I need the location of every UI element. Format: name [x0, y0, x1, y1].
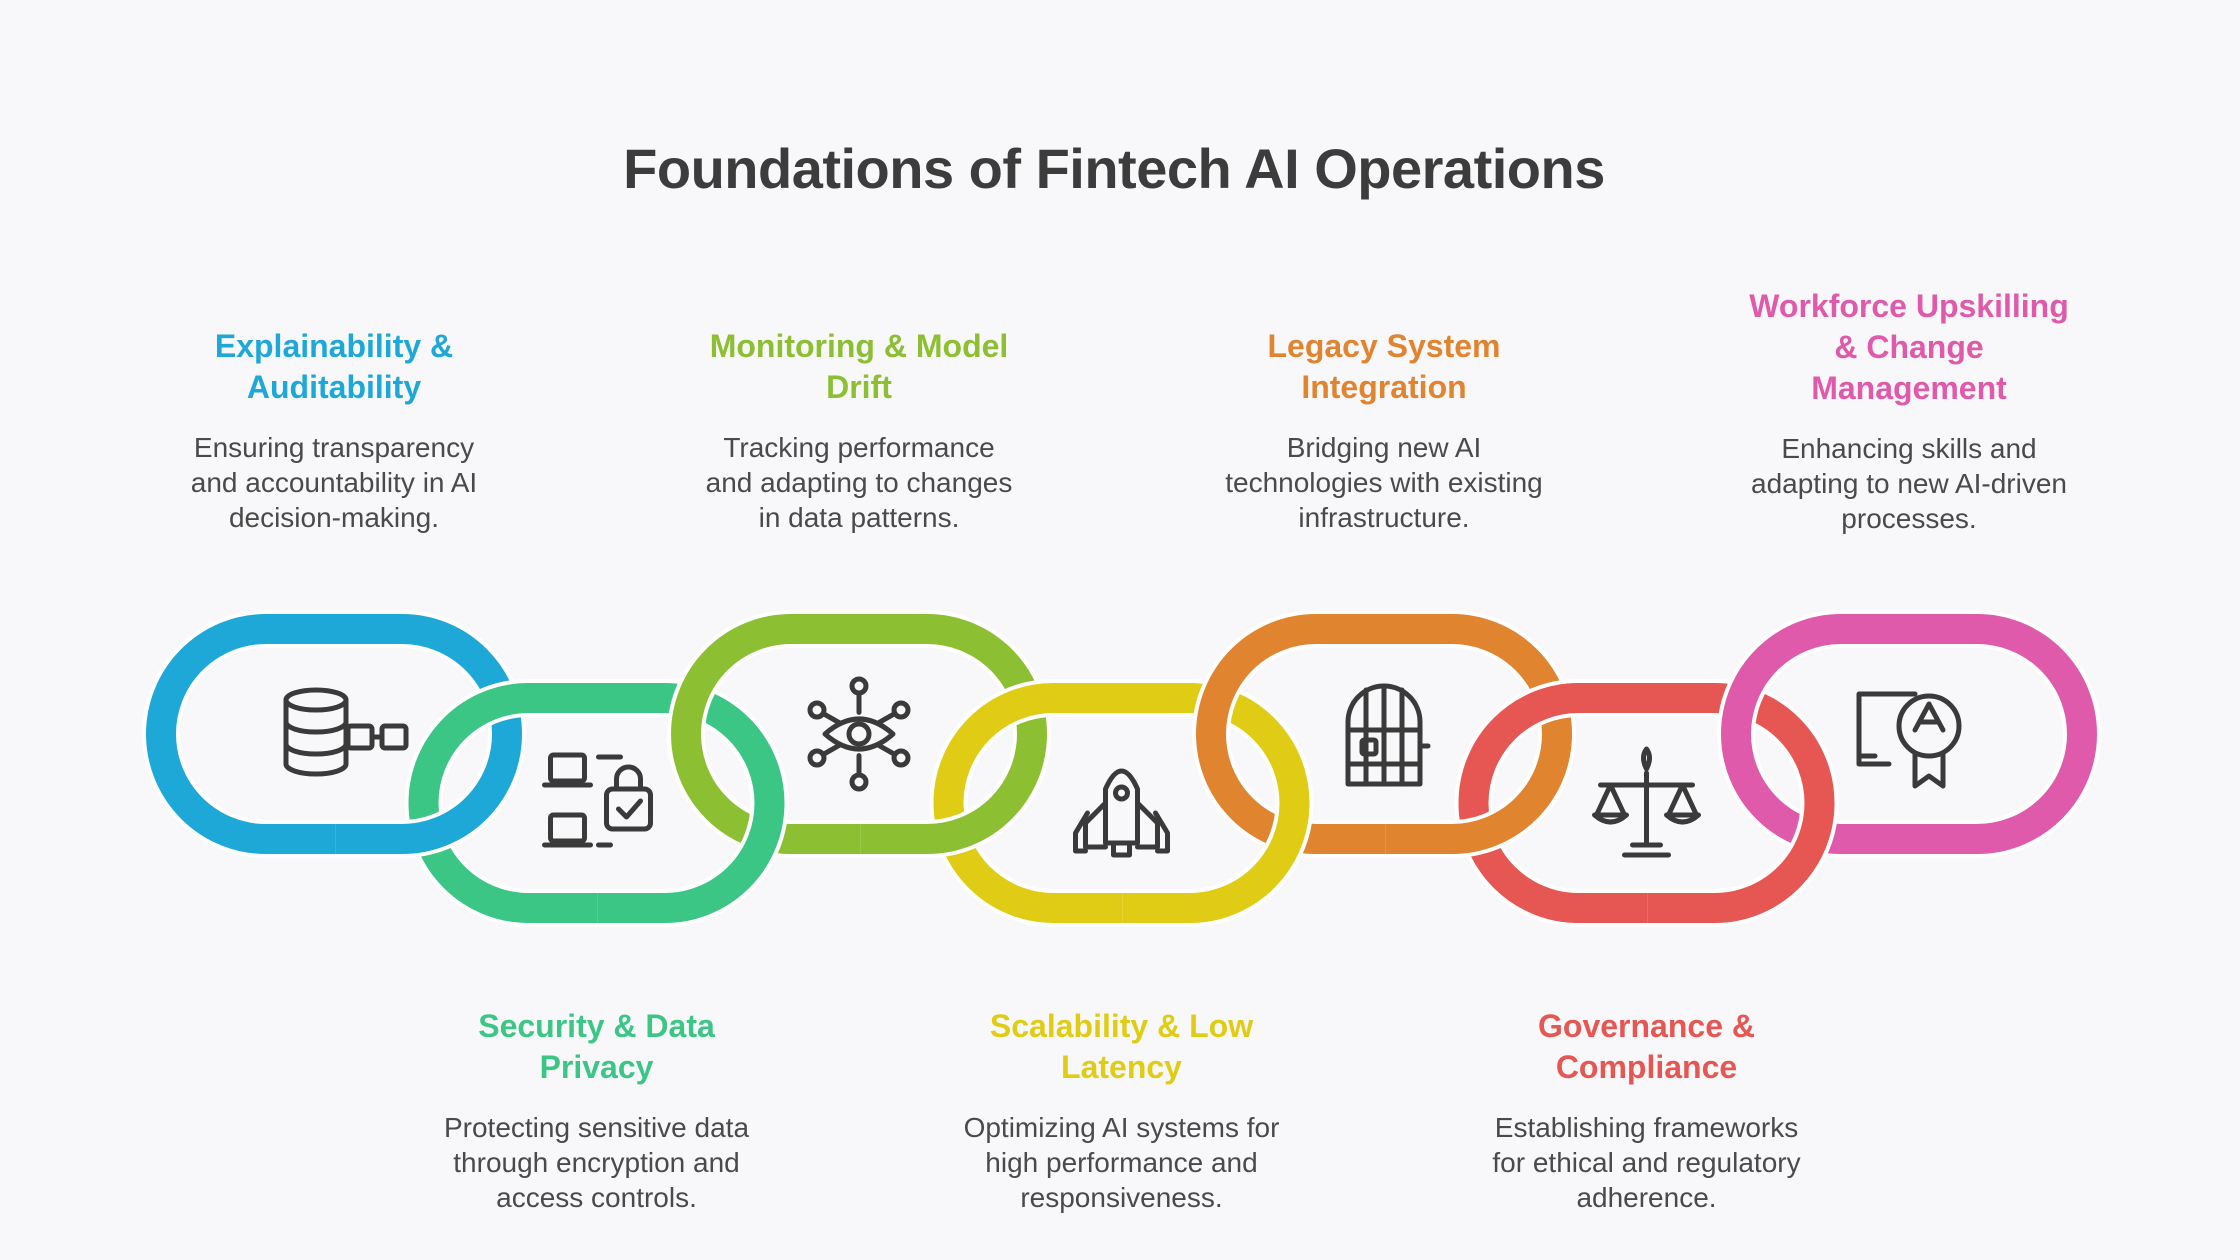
step-description-line: and accountability in AI [190, 467, 478, 498]
step-title-line: & Change [1834, 329, 1984, 365]
database-connection-icon [283, 687, 409, 777]
step-description-line: responsiveness. [1020, 1182, 1223, 1213]
step-description-line: Enhancing skills and [1781, 433, 2037, 464]
chain-link-6 [1647, 768, 1839, 927]
step-description: Protecting sensitive data through encrypt… [397, 1110, 797, 1215]
step-description-line: Protecting sensitive data [443, 1112, 750, 1143]
step-description-line: for ethical and regulatory [1492, 1147, 1801, 1178]
rocket-icon [1073, 768, 1170, 858]
step-description-line: adapting to new AI-driven [1751, 468, 2067, 499]
step-title-line: Legacy System [1267, 328, 1501, 364]
step-description-line: high performance and [985, 1147, 1258, 1178]
step-title-line: Auditability [246, 369, 422, 405]
chain-link-2 [597, 768, 789, 927]
step-description: Bridging new AI technologies with existin… [1184, 430, 1584, 535]
diagram-title: Foundations of Fintech AI Operations [623, 137, 1605, 200]
chain-link-3 [860, 768, 1046, 858]
chain-link-7 [1717, 610, 2101, 858]
step-title-line: Compliance [1555, 1049, 1738, 1085]
step-description-line: Ensuring transparency [193, 432, 475, 463]
secure-laptops-icon [542, 752, 653, 848]
step-description-line: technologies with existing [1225, 467, 1543, 498]
chain-link-5 [1385, 768, 1571, 858]
step-title-line: Management [1811, 370, 2007, 406]
step-description: Ensuring transparency and accountability … [134, 430, 534, 535]
step-description-line: processes. [1841, 503, 1977, 534]
step-description-line: Tracking performance [723, 432, 995, 463]
step-description-line: in data patterns. [758, 502, 960, 533]
step-description-line: Bridging new AI [1286, 432, 1482, 463]
step-description-line: through encryption and [453, 1147, 740, 1178]
chain-link-1 [335, 768, 521, 858]
step-title-line: Monitoring & Model [709, 328, 1009, 364]
step-title: Explainability & Auditability [134, 326, 534, 408]
step-description: Tracking performance and adapting to chan… [659, 430, 1059, 535]
step-title-line: Integration [1301, 369, 1467, 405]
step-description-line: infrastructure. [1298, 502, 1470, 533]
step-title-line: Drift [826, 369, 892, 405]
certificate-icon [1856, 691, 1962, 789]
step-title-line: Scalability & Low [989, 1008, 1254, 1044]
step-title-line: Security & Data [478, 1008, 715, 1044]
step-title: Governance & Compliance [1447, 1006, 1847, 1088]
step-description-line: and adapting to changes [705, 467, 1013, 498]
step-title-line: Governance & [1538, 1008, 1755, 1044]
legacy-door-icon [1345, 683, 1431, 787]
step-description: Enhancing skills and adapting to new AI-d… [1709, 431, 2109, 536]
step-description: Establishing frameworks for ethical and r… [1447, 1110, 1847, 1215]
step-description-line: adherence. [1576, 1182, 1717, 1213]
step-title-line: Workforce Upskilling [1749, 288, 2069, 324]
step-description-line: Optimizing AI systems for [963, 1112, 1280, 1143]
step-title-line: Privacy [539, 1049, 654, 1085]
step-title-line: Explainability & [214, 328, 454, 364]
step-description-line: Establishing frameworks [1494, 1112, 1799, 1143]
step-description-line: decision-making. [228, 502, 440, 533]
step-description-line: access controls. [496, 1182, 697, 1213]
step-title-line: Latency [1061, 1049, 1182, 1085]
step-description: Optimizing AI systems for high performanc… [922, 1110, 1322, 1215]
eye-network-icon [807, 676, 911, 792]
balance-scale-icon [1592, 746, 1701, 858]
chain-link-4 [1122, 768, 1314, 927]
